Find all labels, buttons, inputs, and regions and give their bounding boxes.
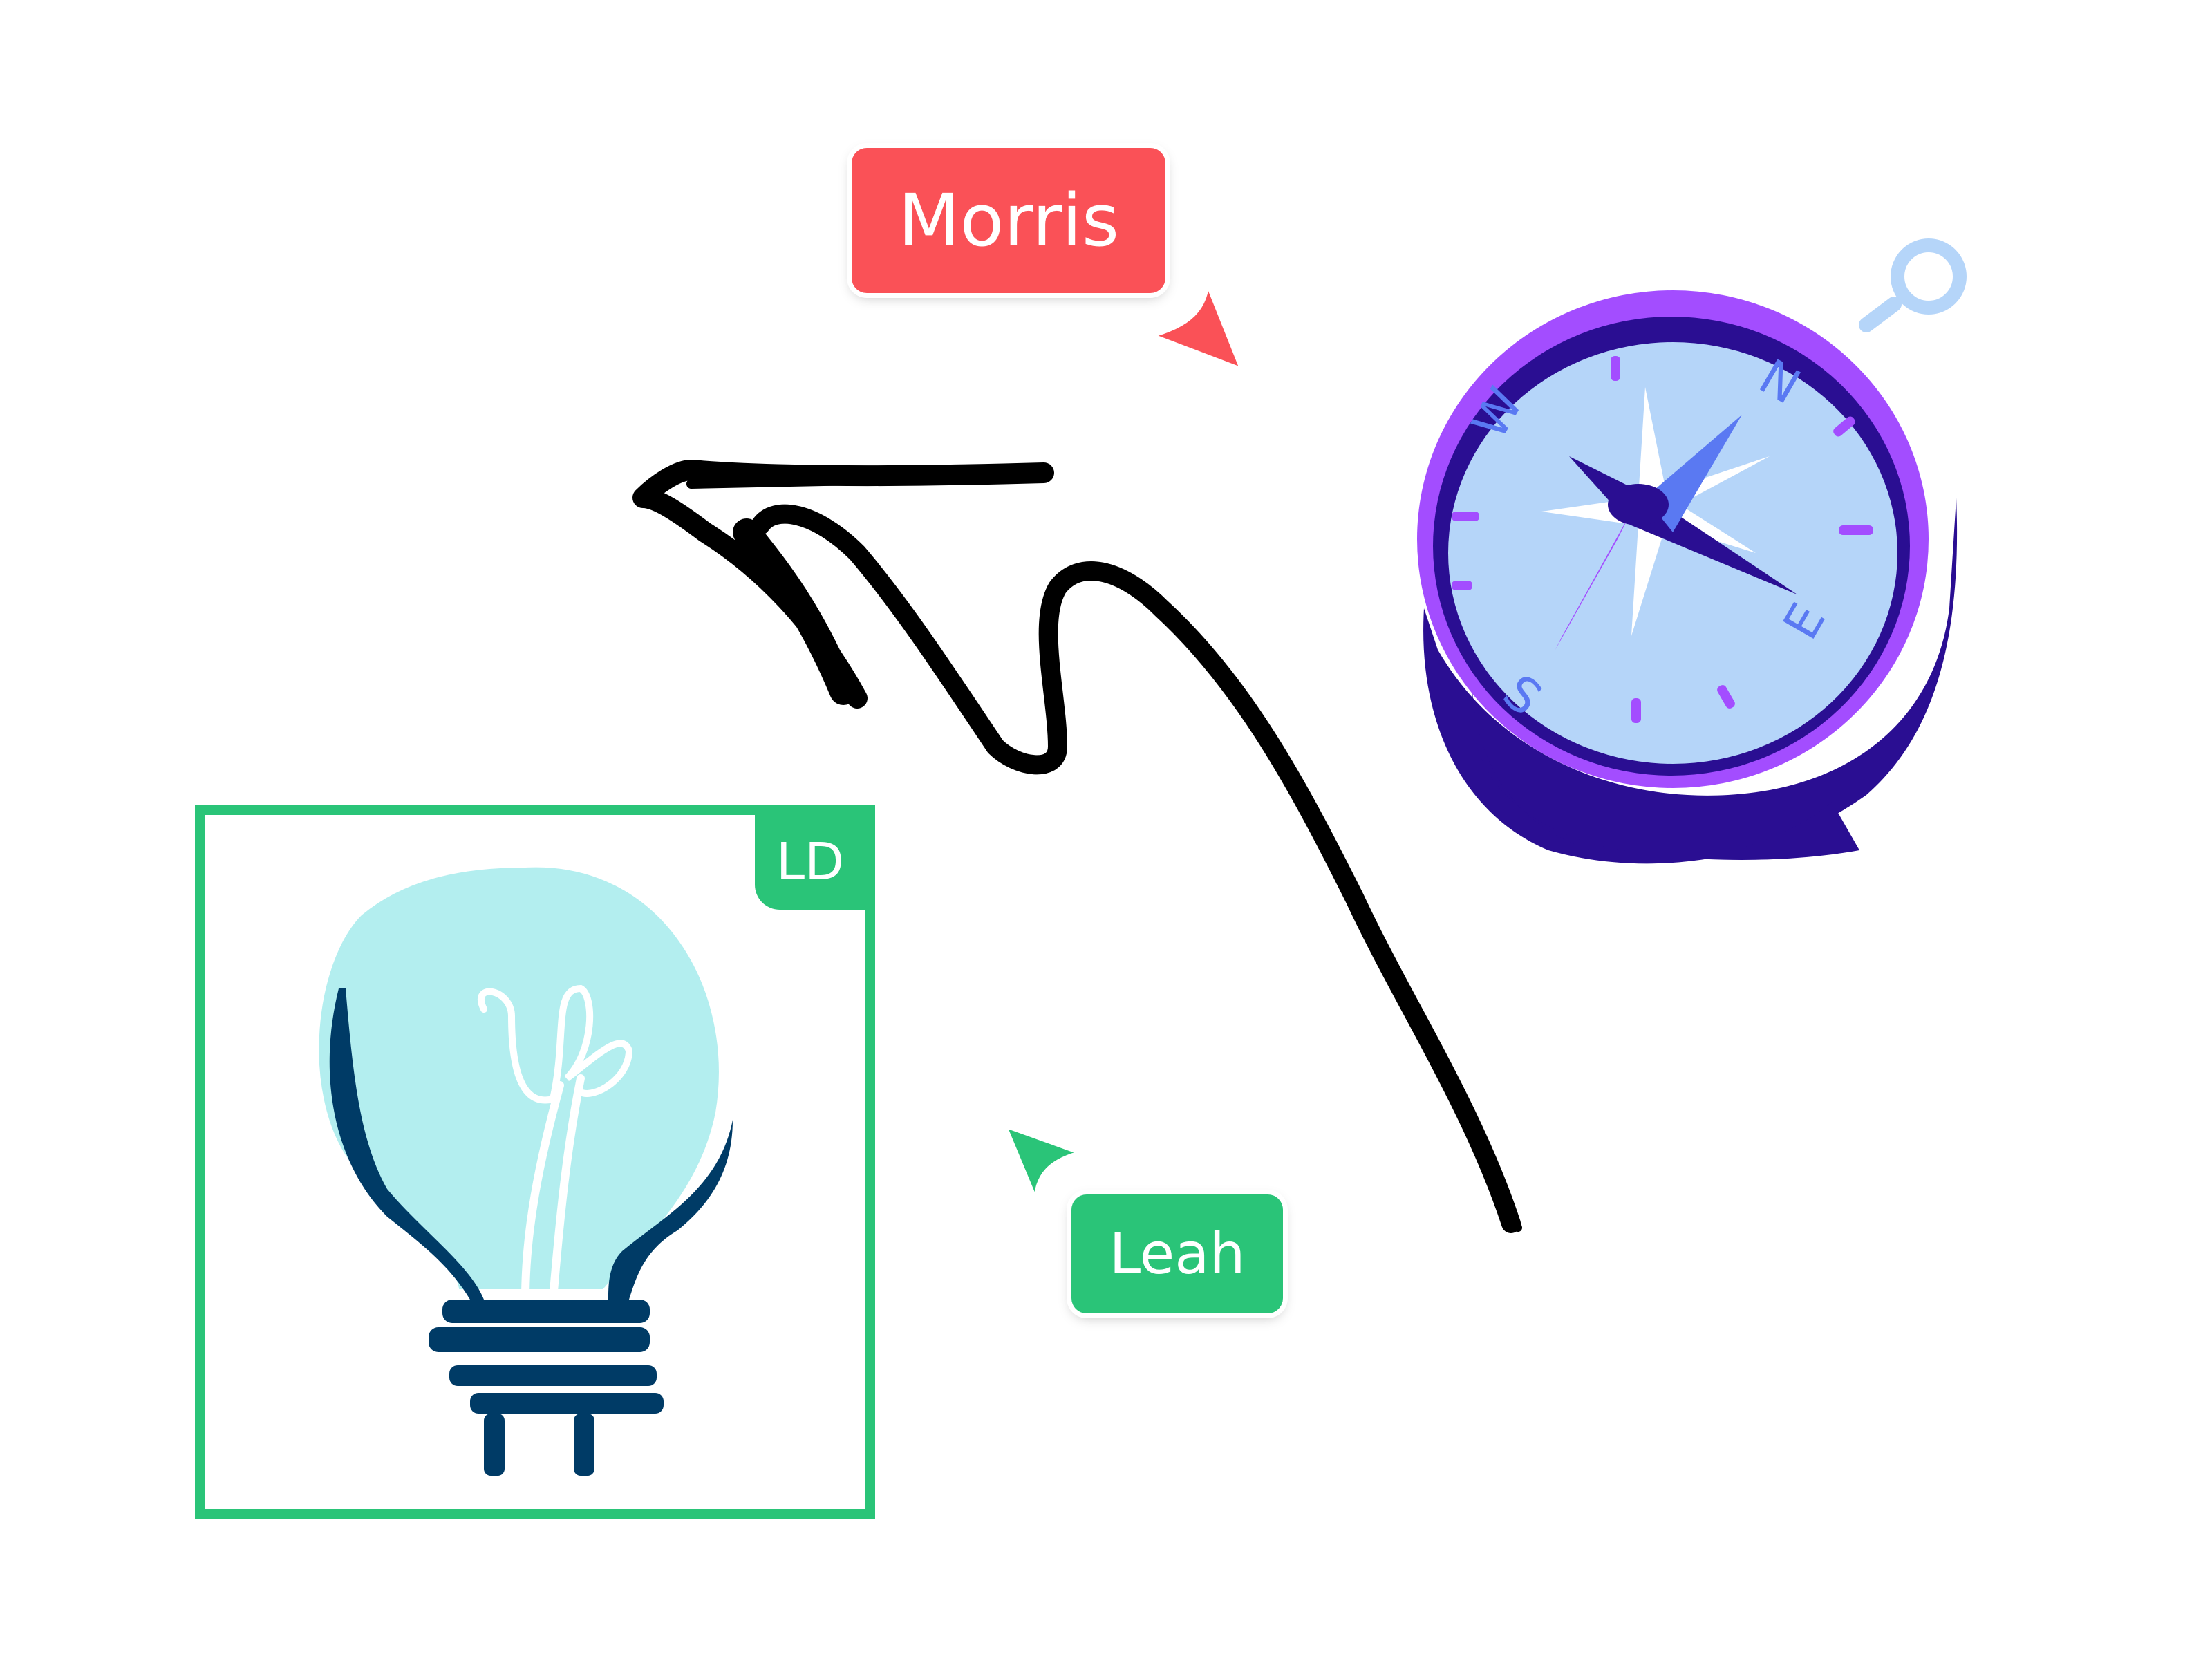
collaborator-label-leah: Leah: [1071, 1194, 1283, 1313]
selection-frame[interactable]: LD: [195, 805, 875, 1519]
selection-badge: LD: [755, 814, 865, 910]
collaborator-label-morris: Morris: [852, 148, 1165, 293]
